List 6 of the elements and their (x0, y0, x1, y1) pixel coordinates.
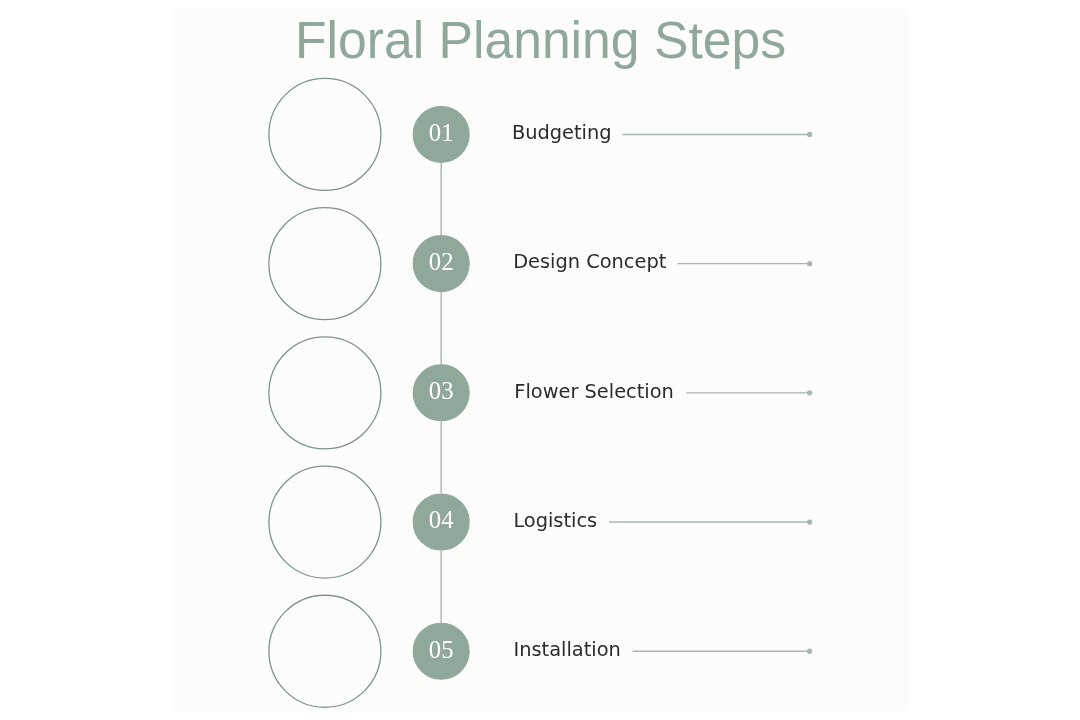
node-text: Installation (512, 637, 621, 661)
node-text: Budgeting (511, 121, 612, 145)
node-text: Logistics (512, 508, 597, 532)
node-text: Design Concept (512, 250, 666, 274)
node-text: Flower Selection (513, 379, 674, 403)
diagram-title: Floral Planning Steps (294, 11, 786, 70)
